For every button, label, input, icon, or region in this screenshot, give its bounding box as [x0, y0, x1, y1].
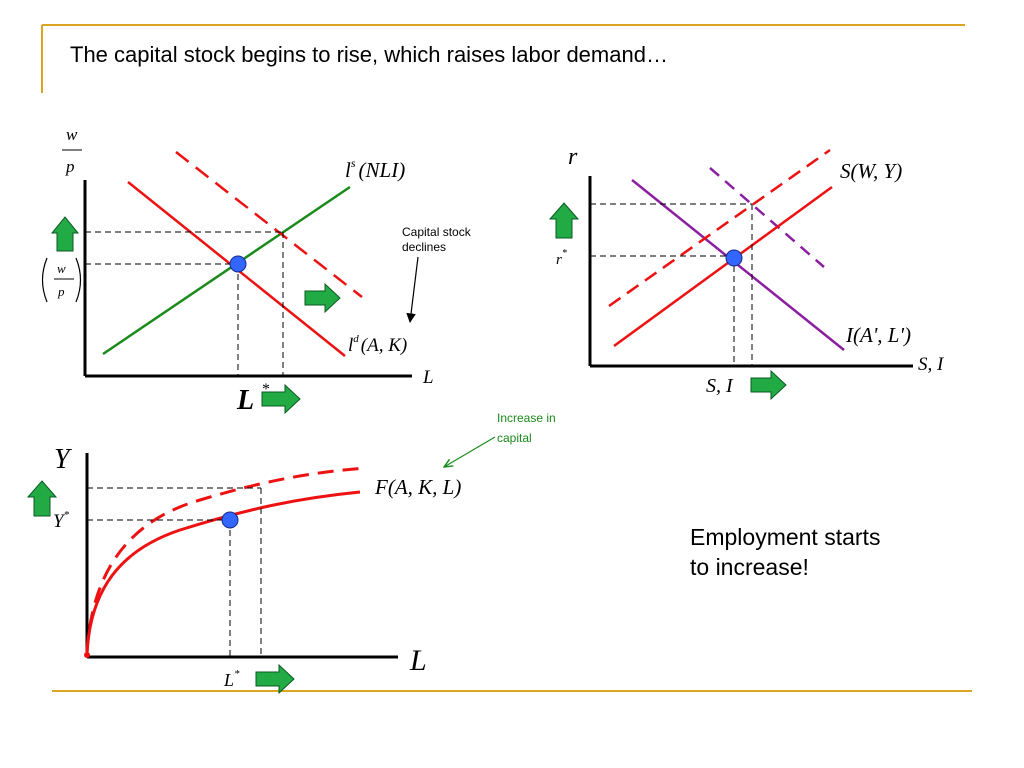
labor-employment-right-arrow-icon: [261, 383, 301, 415]
si-rate-up-arrow-icon: [548, 202, 580, 239]
labor-annotation-arrow: [406, 256, 419, 323]
labor-eq-employment: L: [236, 385, 254, 416]
prod-annotation-line1: Increase in: [497, 411, 556, 425]
prod-eq-output: Y*: [53, 509, 70, 532]
si-equilibrium-point: [725, 249, 743, 267]
eq-wage-top: w: [57, 261, 66, 276]
eq-wage-bottom: p: [57, 284, 65, 299]
eq-wage-right-paren: [75, 257, 82, 303]
labor-market-graph: w p w p L L * ls(NLI) ld(A, K) Capital s…: [41, 125, 472, 416]
prod-origin-dot: [84, 652, 90, 658]
si-y-axis-label: r: [568, 144, 578, 170]
production-function-label: F(A, K, L): [374, 475, 461, 499]
saving-curve: [613, 185, 833, 348]
employment-note: Employment starts to increase!: [690, 522, 880, 582]
employment-note-line2: to increase!: [690, 554, 809, 580]
investment-shifted-curve: [709, 167, 825, 268]
prod-x-eq: L*: [223, 668, 240, 690]
labor-y-axis-bottom: p: [65, 157, 75, 176]
prod-annotation-arrow: [444, 436, 496, 467]
prod-output-up-arrow-icon: [26, 480, 58, 517]
saving-shifted-curve: [608, 148, 831, 308]
prod-equilibrium-point: [221, 511, 239, 529]
investment-curve-label: I(A', L'): [845, 323, 911, 347]
slide-title: The capital stock begins to rise, which …: [70, 42, 668, 67]
labor-supply-curve: [102, 185, 351, 356]
prod-x-axis-label: L: [409, 644, 427, 677]
production-shifted-curve: [85, 466, 368, 653]
labor-demand-label: ld(A, K): [348, 333, 407, 356]
saving-curve-label: S(W, Y): [840, 159, 902, 183]
si-x-eq: S, I: [706, 375, 734, 397]
prod-annotation-line2: capital: [497, 431, 532, 445]
labor-supply-label: ls(NLI): [345, 156, 405, 182]
si-x-axis-label: S, I: [918, 354, 945, 375]
labor-eq-employment-star: *: [262, 381, 270, 398]
si-eq-rate: r*: [556, 248, 567, 268]
production-curve: [85, 490, 361, 655]
labor-annotation-line2: declines: [402, 240, 446, 254]
labor-annotation-line1: Capital stock: [402, 225, 472, 239]
labor-demand-shifted-curve: [175, 151, 363, 298]
labor-x-axis-label: L: [422, 367, 434, 388]
prod-y-axis-label: Y: [54, 444, 73, 475]
production-graph: Y Y* L L* F(A, K, L) Increase in capital: [26, 411, 556, 695]
si-quantity-right-arrow-icon: [750, 369, 787, 401]
eq-wage-left-paren: [41, 257, 48, 303]
labor-equilibrium-point: [229, 255, 247, 273]
labor-wage-up-arrow-icon: [50, 216, 80, 252]
labor-y-axis-top: w: [66, 125, 78, 144]
prod-employment-right-arrow-icon: [255, 663, 295, 695]
employment-note-line1: Employment starts: [690, 524, 881, 550]
labor-demand-shift-arrow-icon: [304, 282, 341, 314]
savings-investment-graph: r r* S, I S, I S(W, Y) I(A', L'): [548, 144, 945, 401]
